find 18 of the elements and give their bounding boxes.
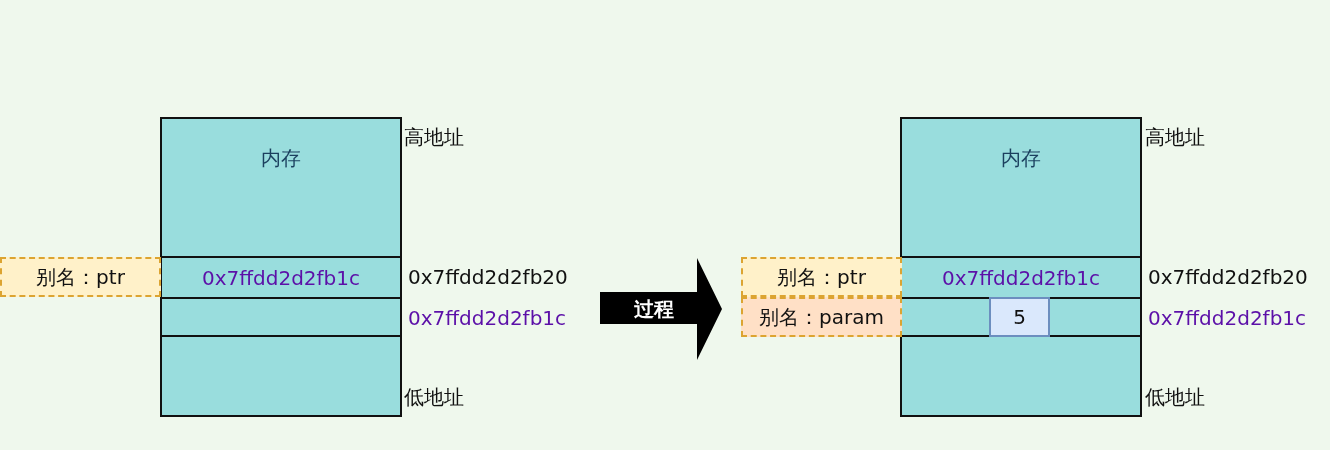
address-label: 低地址 xyxy=(1145,384,1205,411)
memory-cell xyxy=(162,297,400,337)
memory-block: 内存 0x7ffdd2d2fb1c xyxy=(160,117,402,417)
address-label: 高地址 xyxy=(1145,124,1205,151)
address-label: 0x7ffdd2d2fb20 xyxy=(408,265,568,289)
memory-block: 内存 0x7ffdd2d2fb1c 5 xyxy=(900,117,1142,417)
memory-cell: 0x7ffdd2d2fb1c xyxy=(162,256,400,297)
memory-cell xyxy=(902,297,1140,337)
address-label: 0x7ffdd2d2fb20 xyxy=(1148,265,1308,289)
alias-box: 别名：ptr xyxy=(741,257,902,297)
address-label: 0x7ffdd2d2fb1c xyxy=(1148,306,1307,330)
process-arrow: 过程 xyxy=(600,258,722,360)
value-box: 5 xyxy=(989,297,1050,337)
alias-box: 别名：ptr xyxy=(0,257,161,297)
address-label: 高地址 xyxy=(404,124,464,151)
alias-box: 别名：param xyxy=(741,297,902,337)
address-label: 低地址 xyxy=(404,384,464,411)
address-label: 0x7ffdd2d2fb1c xyxy=(408,306,567,330)
